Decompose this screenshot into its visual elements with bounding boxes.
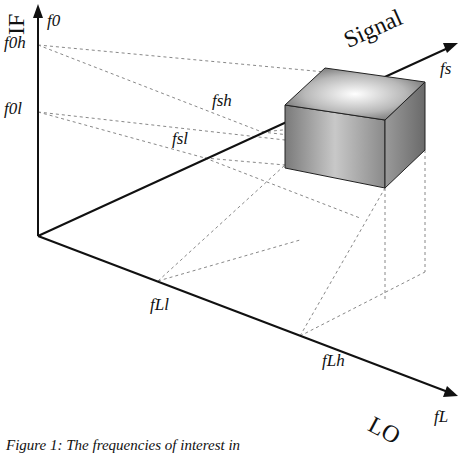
axis-lines [33, 4, 458, 397]
frequency-label: fL [434, 408, 448, 425]
frequency-label: fLh [322, 352, 345, 369]
axis-name: IF [4, 14, 28, 35]
axis-name: LO [365, 412, 405, 448]
projection-lines [38, 45, 425, 336]
frequency-label: f0h [4, 34, 26, 51]
frequency-label: f0l [4, 100, 22, 117]
axis-name: Signal [340, 5, 406, 52]
figure-caption: Figure 1: The frequencies of interest in [6, 438, 240, 453]
frequency-label: f0 [47, 12, 60, 29]
frequency-label: fs [440, 60, 451, 77]
frequency-label: fsl [172, 130, 188, 147]
frequency-label: fsh [212, 92, 232, 109]
frequency-label: fLl [150, 296, 169, 313]
shaded-box [285, 68, 425, 188]
